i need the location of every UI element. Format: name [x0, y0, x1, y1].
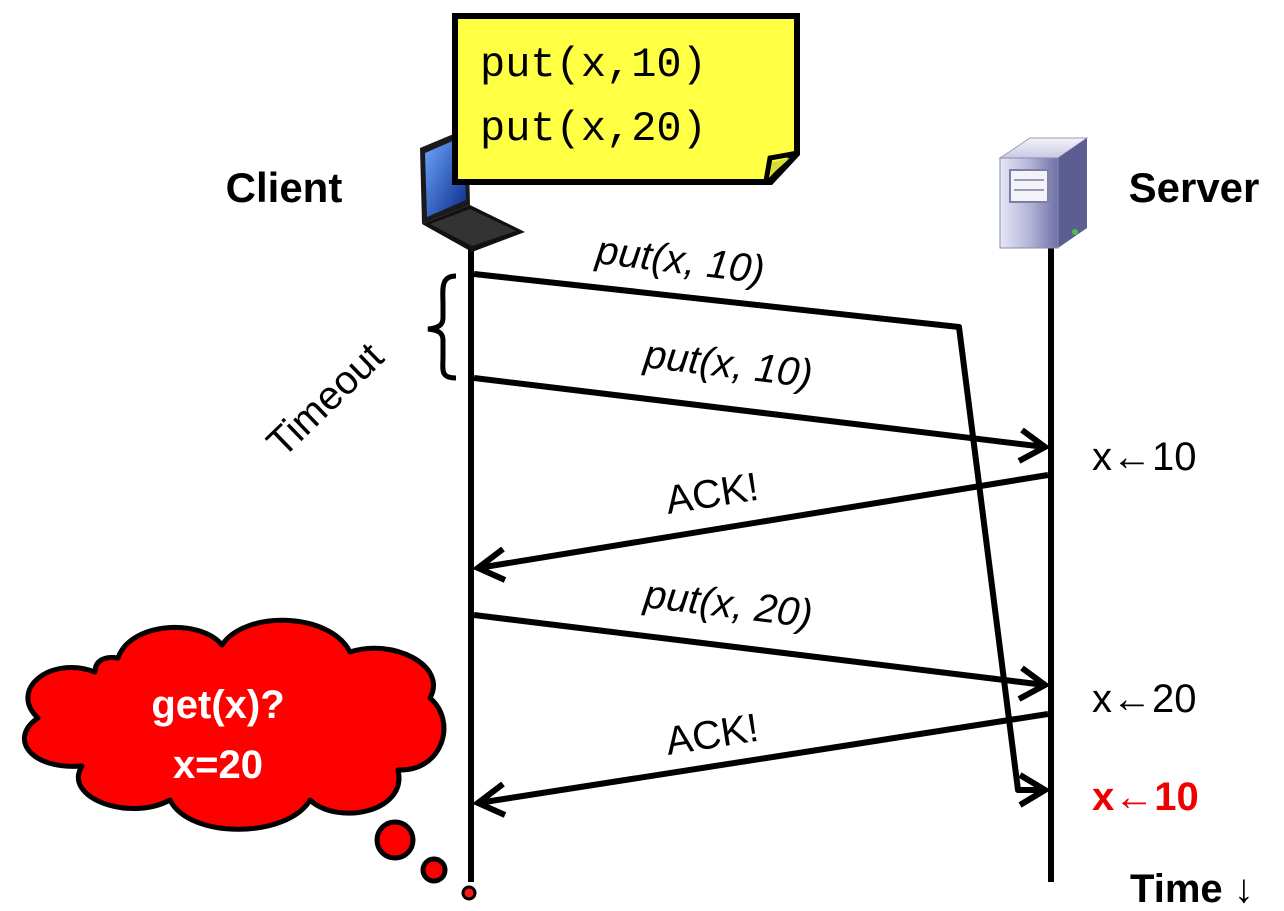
- client-lifeline-end-dot: [461, 885, 477, 901]
- message-put1-delayed: [473, 271, 1051, 808]
- server-tower-icon: [998, 137, 1089, 249]
- thought-line-1: get(x)?: [151, 683, 284, 727]
- message-ack2-label: ACK!: [663, 706, 762, 764]
- client-label: Client: [226, 164, 343, 211]
- message-put1-label: put(x, 10): [593, 228, 767, 292]
- message-ack2: [472, 711, 1049, 818]
- message-put1-retry-label: put(x, 10): [641, 332, 815, 396]
- thought-cloud: get(x)? x=20: [22, 617, 448, 884]
- server-state-1: x←10: [1092, 435, 1197, 479]
- message-ack1: [472, 472, 1049, 583]
- code-note: put(x,10) put(x,20): [452, 13, 800, 185]
- timeout-label: Timeout: [259, 334, 392, 465]
- note-line-2: put(x,20): [480, 105, 707, 153]
- message-put1-retry: [473, 375, 1051, 464]
- message-put2-label: put(x, 20): [641, 572, 815, 636]
- time-label: Time ↓: [1130, 867, 1254, 911]
- server-label: Server: [1129, 164, 1260, 211]
- thought-line-2: x=20: [173, 743, 263, 787]
- message-ack1-label: ACK!: [663, 465, 762, 523]
- timeout-brace: [427, 273, 457, 381]
- note-line-1: put(x,10): [480, 41, 707, 89]
- server-state-3: x←10: [1092, 775, 1199, 819]
- server-state-2: x←20: [1092, 677, 1197, 721]
- message-put2: [473, 612, 1051, 702]
